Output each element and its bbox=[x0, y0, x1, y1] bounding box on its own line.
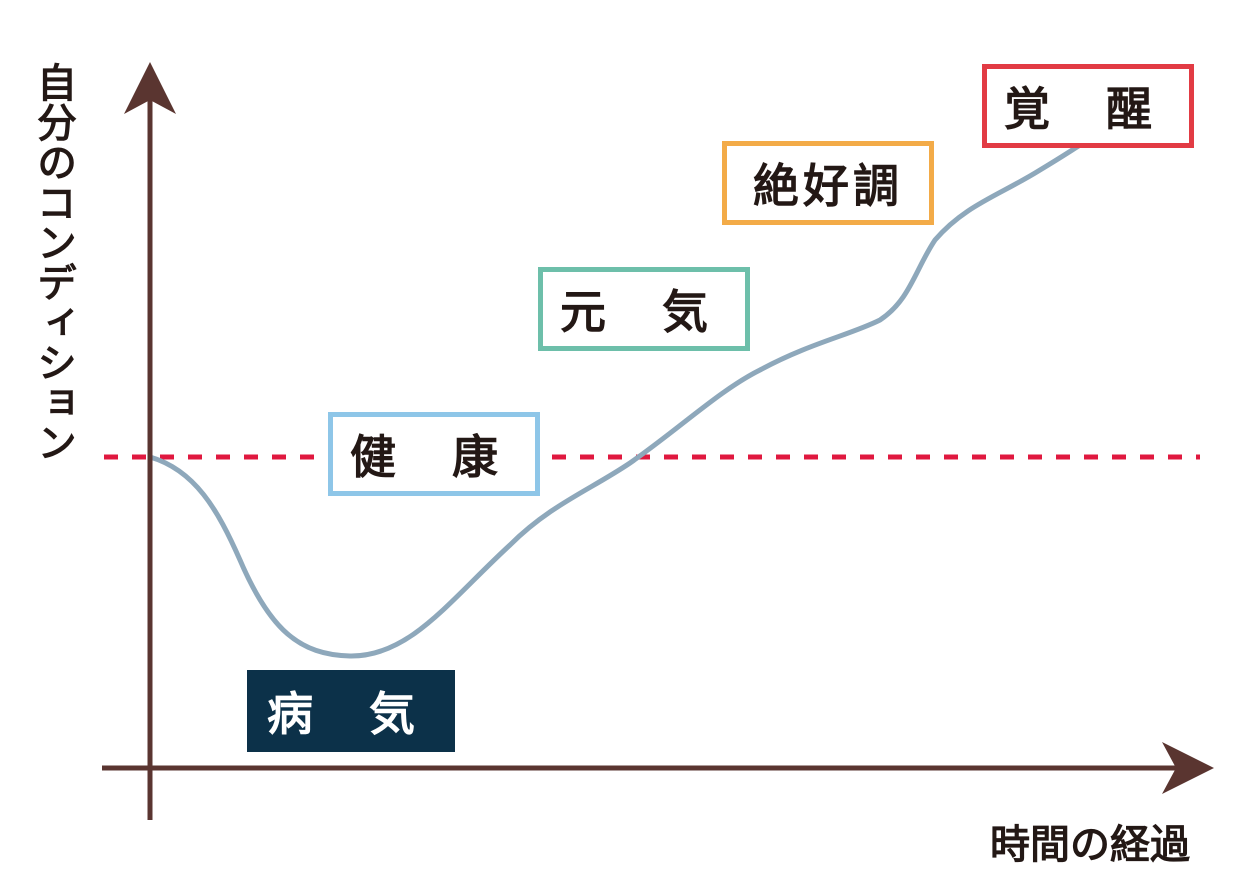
y-axis-arrowhead bbox=[124, 62, 176, 114]
y-axis-label: 自分のコンディション bbox=[30, 62, 76, 462]
stage-label-healthy: 健 康 bbox=[328, 412, 540, 496]
stage-label-energetic: 元 気 bbox=[538, 267, 750, 351]
stage-label-illness: 病 気 bbox=[247, 670, 455, 752]
condition-curve bbox=[147, 141, 1085, 659]
stage-label-excellent: 絶好調 bbox=[722, 141, 934, 225]
stage-label-awakened: 覚 醒 bbox=[982, 64, 1194, 148]
x-axis-arrowhead bbox=[1162, 742, 1214, 794]
x-axis-label: 時間の経過 bbox=[990, 822, 1190, 868]
